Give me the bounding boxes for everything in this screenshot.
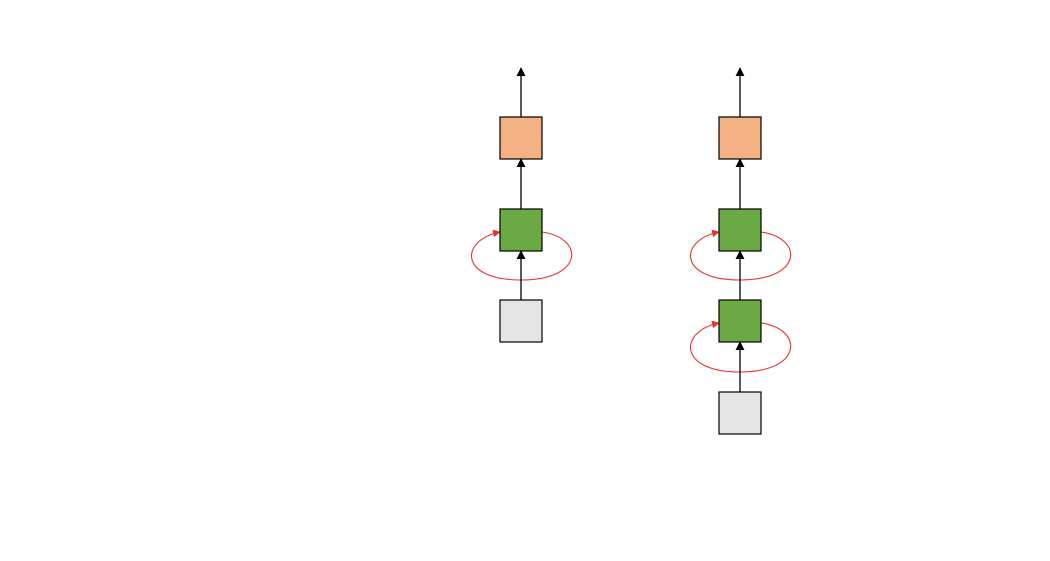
network-stacked-layers — [690, 67, 792, 435]
input-box — [499, 299, 543, 343]
input-box — [718, 391, 762, 435]
network-single-layer — [471, 67, 573, 343]
hidden-box — [499, 208, 543, 252]
output-box — [718, 116, 762, 160]
hidden-box-lower — [718, 299, 762, 343]
hidden-box-upper — [718, 208, 762, 252]
output-box — [499, 116, 543, 160]
